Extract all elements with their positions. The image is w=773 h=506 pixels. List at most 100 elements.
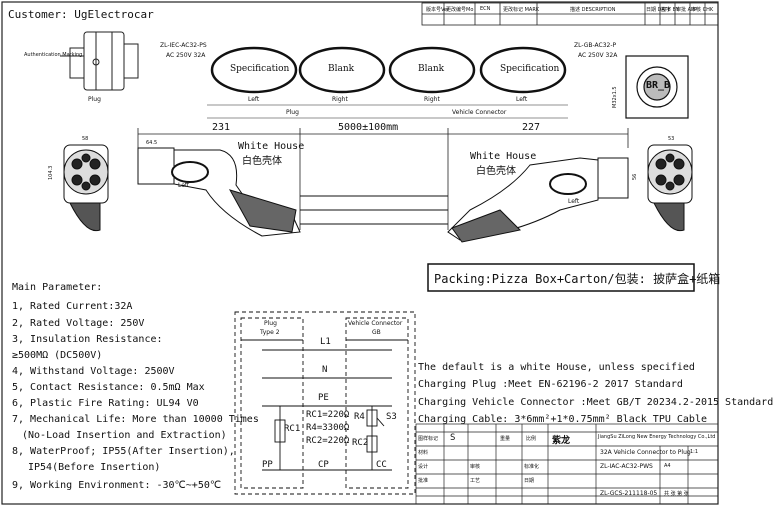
- tb-date: 日期: [524, 478, 535, 484]
- rev-mark: 更改标记 MARK: [503, 7, 540, 13]
- line-n: N: [322, 365, 328, 375]
- tb-logo: 紫龙: [552, 436, 571, 446]
- circuit-vc-title: Vehicle Connector: [348, 320, 403, 327]
- dim-small-5: 56: [632, 173, 638, 180]
- tb-part-no: ZL-IAC-AC32-PWS: [600, 463, 653, 470]
- circuit-res-3: RC2=220Ω: [306, 436, 350, 446]
- circuit-pp: PP: [262, 460, 273, 470]
- rev-date: 日期 DATE: [646, 7, 671, 13]
- dim-cable: 5000±100mm: [338, 122, 399, 133]
- oval-3-side: Right: [424, 96, 440, 103]
- right-connector-face: [647, 144, 693, 232]
- dim-right: 227: [522, 122, 541, 133]
- oval-2-side: Right: [332, 96, 348, 103]
- param-2: 2, Rated Voltage: 250V: [12, 318, 145, 329]
- white-house-right-en: White House: [470, 151, 537, 162]
- param-3: 3, Insulation Resistance:: [12, 334, 163, 345]
- lock-icon-label: M32x1.5: [612, 86, 618, 108]
- oval-1-side: Left: [248, 96, 260, 103]
- tb-title: 32A Vehicle Connector to Plug: [600, 449, 691, 456]
- white-house-left-en: White House: [238, 141, 305, 152]
- dim-small-4: 104.3: [48, 165, 54, 180]
- rev-ecn: ECN: [480, 6, 491, 12]
- circuit-res-2: R4=3300Ω: [306, 423, 350, 433]
- param-9: 9, Working Environment: -30℃~+50℃: [12, 480, 222, 491]
- param-8b: IP54(Before Insertion): [28, 462, 161, 473]
- left-plug-side: [137, 147, 301, 237]
- line-cp: CP: [318, 460, 329, 470]
- circuit-vc-sub: GB: [372, 329, 381, 336]
- circuit-s3: S3: [386, 412, 397, 422]
- oval-4-text: Specification: [500, 64, 560, 74]
- param-7b: (No-Load Insertion and Extraction): [22, 430, 227, 441]
- left-plug-face: [63, 144, 109, 232]
- lock-icon-drawing: [625, 55, 689, 119]
- param-1: 1, Rated Current:32A: [12, 301, 133, 312]
- outer-border: [1, 1, 719, 505]
- section-vehicle-connector: Vehicle Connector: [452, 109, 507, 116]
- drawing-lines: [1, 1, 719, 505]
- param-4: 4, Withstand Voltage: 2500V: [12, 366, 175, 377]
- tb-drawing-mark: 图样标记: [418, 436, 439, 442]
- title-block: [415, 423, 719, 505]
- tb-scale: 1:1: [690, 449, 699, 455]
- left-model-code: ZL-IEC-AC32-PS: [160, 42, 207, 49]
- plug-top-view: [60, 31, 139, 91]
- right-connector-side: [447, 157, 629, 243]
- oval-1-text: Specification: [230, 64, 290, 74]
- rev-ver: 版本号Ver: [426, 7, 450, 13]
- note-2: Charging Plug :Meet EN-62196-2 2017 Stan…: [418, 379, 683, 390]
- oval-4-side: Left: [516, 96, 528, 103]
- tb-company: JiangSu ZiLong New Energy Technology Co.…: [598, 434, 716, 440]
- right-model-code: ZL-GB-AC32-P: [574, 42, 617, 49]
- dim-small-3: 53: [668, 136, 675, 142]
- white-house-left-side: Left: [178, 182, 190, 189]
- param-3b: ≥500MΩ (DC500V): [12, 350, 103, 361]
- tb-designed: 设计: [418, 464, 429, 470]
- white-house-left-zh: 白色壳体: [242, 156, 282, 167]
- circuit-diagram: [234, 311, 416, 495]
- circuit-plug-sub: Type 2: [260, 329, 280, 336]
- circuit-rc2: RC2: [352, 438, 369, 448]
- circuit-r4: R4: [354, 412, 365, 422]
- tb-std: 标准化: [524, 464, 540, 470]
- param-7: 7, Mechanical Life: More than 10000 Time…: [12, 414, 259, 425]
- oval-3-text: Blank: [418, 64, 445, 74]
- main-params-title: Main Parameter:: [12, 282, 103, 293]
- right-model-rating: AC 250V 32A: [578, 52, 618, 59]
- tb-approved: 批准: [418, 478, 429, 484]
- tb-checked: 审核: [470, 464, 481, 470]
- rev-chk: 审核 CHK: [691, 7, 714, 13]
- param-5: 5, Contact Resistance: 0.5mΩ Max: [12, 382, 205, 393]
- tb-ratio: 比例: [526, 436, 537, 442]
- dim-small-1: 64.5: [146, 140, 158, 146]
- note-4: Charging Cable: 3*6mm²+1*0.75mm² Black T…: [418, 414, 707, 425]
- tb-doc-no: ZL-GCS-211118-05: [600, 490, 658, 497]
- auth-marking-label: Authentication Marking: [24, 52, 83, 58]
- white-house-right-zh: 白色壳体: [476, 166, 516, 177]
- lock-icon-text: BR_B: [646, 80, 671, 91]
- circuit-cc: CC: [376, 460, 387, 470]
- packing-note: Packing:Pizza Box+Carton/包装: 披萨盒+纸箱: [434, 272, 721, 286]
- dim-left: 231: [212, 122, 231, 133]
- tb-material-label: 材料: [418, 450, 429, 456]
- label-ovals: [210, 46, 567, 94]
- rev-by: 签字 BY: [661, 7, 679, 13]
- section-plug: Plug: [286, 109, 299, 116]
- tb-weight: 重量: [500, 436, 511, 442]
- dim-small-2: 58: [82, 136, 89, 142]
- circuit-rc1: RC1: [284, 424, 301, 434]
- packing-box: [427, 263, 695, 292]
- white-house-right-side: Left: [568, 198, 580, 205]
- cable: [300, 195, 448, 225]
- left-model-rating: AC 250V 32A: [166, 52, 206, 59]
- line-l1: L1: [320, 337, 331, 347]
- circuit-res-1: RC1=220Ω: [306, 410, 350, 420]
- plug-view-label: Plug: [88, 96, 101, 103]
- note-1: The default is a white House, unless spe…: [418, 362, 695, 373]
- rev-desc: 描述 DESCRIPTION: [570, 7, 616, 13]
- param-8: 8, WaterProof; IP55(After Insertion),: [12, 446, 235, 457]
- rev-mod: 更改编号Mo: [446, 7, 474, 13]
- line-pe: PE: [318, 393, 329, 403]
